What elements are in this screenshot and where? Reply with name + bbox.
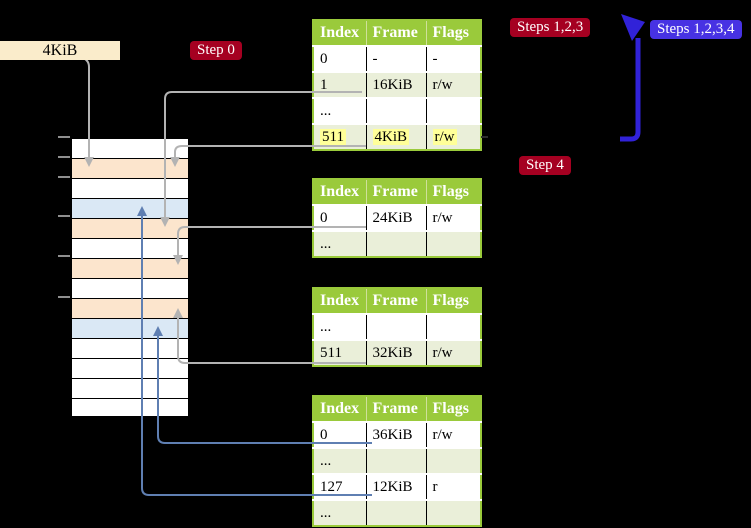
memory-row: [72, 179, 188, 199]
page-table-2: Index Frame Flags 0 24KiB r/w ...: [312, 178, 482, 258]
highlighted-cell: 4KiB: [372, 128, 410, 145]
table-row: ...: [313, 447, 481, 474]
memory-tick: [58, 296, 70, 298]
badge-step-0: Step 0: [190, 41, 242, 60]
memory-row: [72, 239, 188, 259]
memory-row: [72, 139, 188, 159]
memory-row: [72, 359, 188, 379]
table-header-row: Index Frame Flags: [313, 179, 481, 205]
memory-tick: [58, 136, 70, 138]
page-table-4: Index Frame Flags 0 36KiB r/w ... 127 12…: [312, 395, 482, 527]
memory-row: [72, 219, 188, 239]
table-row: 511 32KiB r/w: [313, 339, 481, 366]
memory-row: [72, 399, 188, 416]
big-loop-arrow-shaft: [620, 38, 641, 142]
col-header-index: Index: [313, 396, 366, 422]
col-header-index: Index: [313, 288, 366, 314]
table-row: 0 36KiB r/w: [313, 421, 481, 448]
memory-tick: [58, 255, 70, 257]
memory-row: [72, 299, 188, 319]
badge-steps-123: Steps 1,2,3: [510, 18, 591, 37]
col-header-flags: Flags: [425, 20, 481, 46]
table-row: 0 - -: [313, 45, 481, 72]
highlighted-cell: 511: [320, 128, 346, 145]
table-header-row: Index Frame Flags: [313, 396, 481, 422]
memory-row: [72, 339, 188, 359]
page-size-box: 4KiB: [0, 41, 120, 60]
badge-step-4: Step 4: [519, 156, 571, 175]
memory-tick: [58, 156, 70, 158]
table-row: 0 24KiB r/w: [313, 204, 481, 231]
memory-row: [72, 159, 188, 179]
memory-tick: [58, 176, 70, 178]
badge-steps-1234: Steps 1,2,3,4: [650, 20, 742, 39]
table-row-highlighted: 511 4KiB r/w: [313, 123, 481, 150]
table-row: 1 16KiB r/w: [313, 71, 481, 98]
col-header-index: Index: [313, 179, 366, 205]
table-row: 127 12KiB r: [313, 473, 481, 500]
memory-row: [72, 199, 188, 219]
memory-row: [72, 259, 188, 279]
table-row: ...: [313, 499, 481, 526]
col-header-flags: Flags: [425, 288, 481, 314]
col-header-frame: Frame: [365, 396, 426, 422]
table-row: ...: [313, 97, 481, 124]
page-table-3: Index Frame Flags ... 511 32KiB r/w: [312, 287, 482, 367]
table-row: ...: [313, 313, 481, 340]
col-header-frame: Frame: [365, 20, 426, 46]
highlighted-cell: r/w: [432, 128, 457, 145]
memory-tick: [58, 215, 70, 217]
memory-row: [72, 319, 188, 339]
col-header-frame: Frame: [365, 179, 426, 205]
col-header-flags: Flags: [425, 179, 481, 205]
col-header-index: Index: [313, 20, 366, 46]
table-header-row: Index Frame Flags: [313, 20, 481, 46]
big-loop-arrowhead: [621, 14, 645, 41]
table-row: ...: [313, 230, 481, 257]
col-header-frame: Frame: [365, 288, 426, 314]
col-header-flags: Flags: [425, 396, 481, 422]
physical-memory-column: [70, 137, 190, 418]
table-header-row: Index Frame Flags: [313, 288, 481, 314]
page-size-label: 4KiB: [42, 42, 78, 59]
page-table-1: Index Frame Flags 0 - - 1 16KiB r/w ... …: [312, 19, 482, 151]
memory-row: [72, 279, 188, 299]
memory-row: [72, 379, 188, 399]
